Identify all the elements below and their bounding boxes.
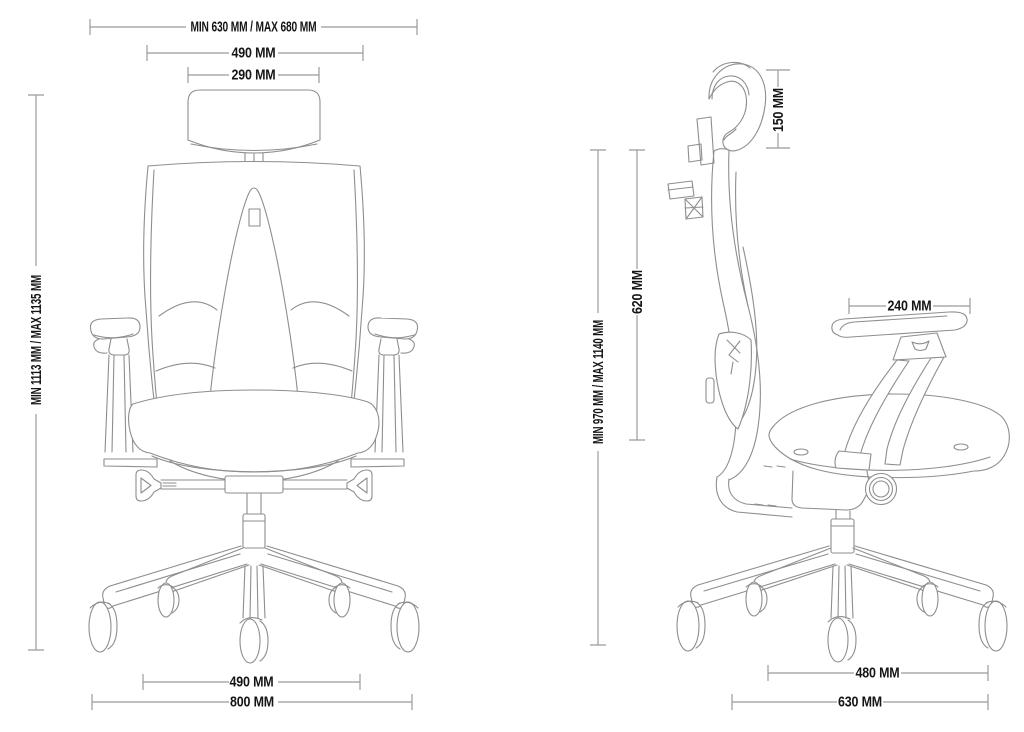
side-tension-knob: [864, 472, 898, 506]
dim-label: 490 MM: [230, 675, 274, 691]
front-caster-outer-left: [88, 601, 118, 653]
side-seat: [768, 393, 1010, 479]
front-backrest-logo-tag: [248, 208, 261, 227]
side-caster-outer-left: [676, 600, 706, 652]
front-headrest: [187, 89, 321, 170]
dim-front-height-minmax: MIN 1113 MM / MAX 1135 MM: [28, 94, 45, 651]
side-headrest-bracket: [667, 116, 715, 220]
dim-front-base-width: 800 MM: [91, 694, 413, 711]
front-gas-lift: [242, 492, 266, 549]
dim-side-armrest-length: 240 MM: [848, 298, 971, 315]
front-caster-center: [239, 617, 269, 664]
dim-label: 480 MM: [856, 666, 900, 682]
dim-label: 150 MM: [771, 88, 787, 132]
front-tension-lever-right: [346, 469, 373, 502]
front-base: [88, 545, 420, 664]
side-back-adjust-tab: [705, 377, 715, 404]
dim-label: 800 MM: [230, 695, 274, 711]
dim-front-headrest-width: 290 MM: [187, 67, 320, 84]
front-view-drawing: [88, 89, 420, 664]
front-armrest-right: [350, 317, 419, 468]
front-caster-outer-right: [390, 601, 420, 653]
dim-side-headrest-height: 150 MM: [766, 69, 790, 149]
front-caster-inner-left: [157, 582, 180, 618]
dimension-annotations: MIN 630 MM / MAX 680 MM 490 MM 290 MM MI…: [28, 19, 989, 711]
front-caster-inner-right: [328, 582, 351, 618]
side-caster-inner-right: [916, 581, 939, 617]
dim-label: MIN 1113 MM / MAX 1135 MM: [29, 275, 45, 405]
dim-label: 630 MM: [838, 695, 882, 711]
side-caster-inner-left: [745, 581, 768, 617]
front-seat: [128, 389, 380, 482]
side-gas-lift: [830, 509, 855, 554]
front-armrest-left: [89, 317, 158, 468]
side-base: [676, 545, 1008, 663]
dim-label: MIN 970 MM / MAX 1140 MM: [591, 320, 607, 444]
dim-front-width-minmax: MIN 630 MM / MAX 680 MM: [89, 19, 418, 36]
dim-side-height-minmax: MIN 970 MM / MAX 1140 MM: [590, 149, 607, 646]
side-view-drawing: [667, 61, 1010, 663]
dim-label: 620 MM: [630, 270, 646, 314]
dim-label: 490 MM: [232, 46, 276, 62]
side-caster-outer-right: [978, 600, 1008, 652]
side-backrest: [705, 148, 793, 518]
side-caster-center: [827, 616, 857, 663]
dim-label: 240 MM: [888, 299, 932, 315]
dim-side-base-inner-depth: 480 MM: [767, 665, 989, 682]
side-armrest: [831, 311, 968, 471]
dim-side-backrest-height: 620 MM: [629, 149, 646, 441]
side-lumbar-panel: [714, 331, 752, 430]
dim-front-base-inner-width: 490 MM: [142, 674, 361, 691]
side-seat-mechanism: [763, 465, 898, 511]
front-seat-mechanism: [135, 469, 373, 502]
dim-label: MIN 630 MM / MAX 680 MM: [191, 20, 317, 36]
side-headrest: [708, 61, 767, 152]
dim-side-base-depth: 630 MM: [731, 694, 989, 711]
front-tension-lever-left: [135, 469, 162, 502]
dim-label: 290 MM: [232, 68, 276, 84]
dim-front-backrest-width: 490 MM: [146, 45, 364, 62]
